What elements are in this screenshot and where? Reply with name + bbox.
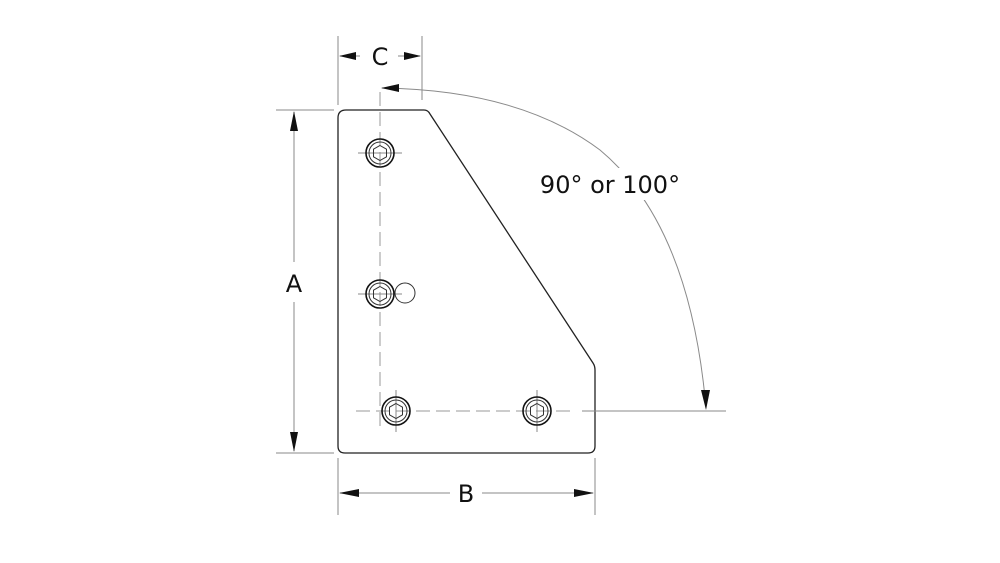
- dimension-b-label: B: [458, 480, 474, 508]
- angle-label: 90° or 100°: [540, 171, 680, 199]
- fastener-top: [365, 138, 395, 168]
- fastener-bottom-left: [381, 396, 411, 426]
- fastener-bottom-right: [522, 396, 552, 426]
- fastener-middle: [365, 279, 395, 309]
- dimension-c-label: C: [372, 43, 389, 71]
- dimension-b: B: [337, 458, 596, 515]
- dimension-a-label: A: [286, 270, 303, 298]
- plate-outline: [337, 109, 596, 454]
- angle-dimension: 90° or 100°: [381, 84, 710, 410]
- alignment-pin: [394, 282, 416, 304]
- dimension-c: C: [337, 36, 423, 105]
- dimension-a: A: [276, 109, 334, 454]
